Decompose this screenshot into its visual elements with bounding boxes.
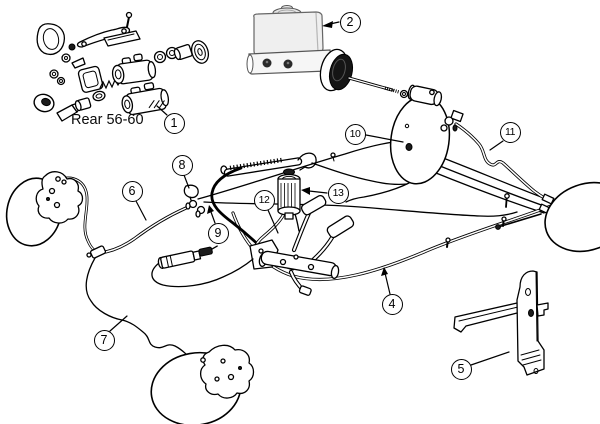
rear-wheel-cylinder-exploded-view <box>33 11 210 122</box>
callout-1: 1 <box>163 112 185 134</box>
fluid-reservoir <box>253 11 324 57</box>
pressure-valve <box>253 168 301 250</box>
callout-10: 10 <box>344 123 366 145</box>
mounting-bracket <box>453 270 549 376</box>
callout-8: 8 <box>171 154 193 176</box>
pushrod-clevis <box>407 84 443 107</box>
front-left-wheel-assembly <box>5 171 107 259</box>
master-cylinder-assembly <box>246 5 443 107</box>
brake-pedal-pad <box>300 194 327 216</box>
clutch-pedal-pad <box>326 215 355 239</box>
callout-6: 6 <box>121 180 143 202</box>
brake-lines <box>85 122 557 363</box>
rear-axle-year-label: Rear 56-60 <box>71 112 144 128</box>
callout-2: 2 <box>339 11 361 33</box>
bottom-left-drum-assembly <box>150 344 255 424</box>
right-rear-wheel <box>544 181 600 253</box>
callout-9: 9 <box>207 222 229 244</box>
pedal-assembly <box>249 194 355 296</box>
rear-backing-plate <box>199 344 255 399</box>
brake-light-switch <box>151 245 254 288</box>
front-caliper <box>35 171 84 224</box>
rear-wheel-cylinder <box>121 82 170 116</box>
callout-leader-lines <box>109 21 510 366</box>
callout-7: 7 <box>93 329 115 351</box>
callout-5: 5 <box>450 358 472 380</box>
callout-12: 12 <box>253 189 275 211</box>
front-line-junction <box>183 184 206 218</box>
callout-4: 4 <box>381 293 403 315</box>
handbrake-lever <box>220 152 317 177</box>
firewall-plate <box>389 95 464 185</box>
callout-11: 11 <box>499 121 521 143</box>
callout-13: 13 <box>327 182 349 204</box>
